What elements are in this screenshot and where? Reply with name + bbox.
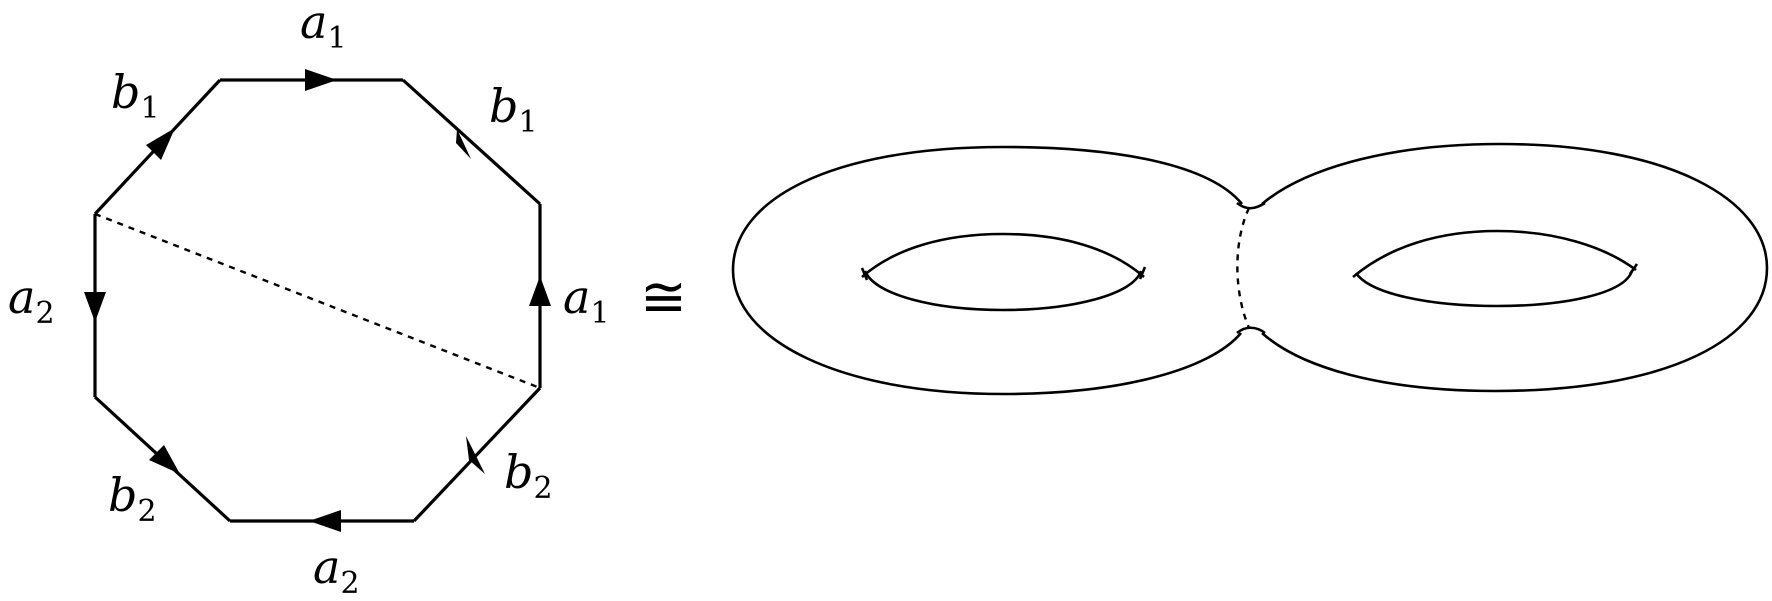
arrow-a1-top bbox=[305, 69, 337, 91]
neck-bottom bbox=[1236, 326, 1266, 335]
left-hole-tip-right bbox=[1138, 266, 1147, 280]
arrow-a1-right bbox=[529, 276, 551, 306]
left-hole-lower bbox=[863, 270, 1143, 312]
arrow-b2-lower-left bbox=[149, 445, 180, 474]
label-a1-right: a1 bbox=[563, 270, 610, 331]
diagonal-cut bbox=[94, 212, 541, 390]
label-b2-lower-left: b2 bbox=[108, 468, 157, 529]
double-torus bbox=[731, 142, 1769, 396]
surface-outline-top bbox=[731, 145, 1244, 396]
fundamental-polygon: a1 b1 b1 a1 a2 b2 b2 a2 bbox=[8, 0, 610, 601]
label-a2-left: a2 bbox=[8, 270, 55, 331]
surface-outline-right bbox=[1261, 142, 1769, 393]
label-a1-top: a1 bbox=[300, 0, 347, 56]
right-hole-lower bbox=[1354, 270, 1634, 308]
arrow-a2-left bbox=[84, 292, 106, 322]
arrow-a2-bottom bbox=[309, 510, 341, 532]
right-hole-upper bbox=[1352, 229, 1637, 278]
label-b2-lower-right: b2 bbox=[504, 445, 553, 506]
edge-b2-lower-right bbox=[412, 386, 542, 523]
neck-top bbox=[1236, 201, 1266, 210]
left-hole-upper bbox=[861, 232, 1145, 278]
right-hole-tip-right bbox=[1628, 263, 1639, 275]
arrow-b1-upper-right bbox=[456, 129, 471, 159]
left-hole-tip-left bbox=[860, 267, 869, 281]
neck-cut-circle bbox=[1236, 207, 1251, 329]
label-b1-upper-left: b1 bbox=[111, 65, 160, 126]
edge-b1-upper-right bbox=[401, 78, 542, 206]
arrow-b2-lower-right bbox=[466, 436, 485, 474]
arrow-b1-upper-left bbox=[146, 128, 175, 160]
label-b1-upper-right: b1 bbox=[489, 79, 538, 140]
label-a2-bottom: a2 bbox=[313, 540, 360, 601]
congruence-symbol: ≅ bbox=[640, 265, 687, 330]
